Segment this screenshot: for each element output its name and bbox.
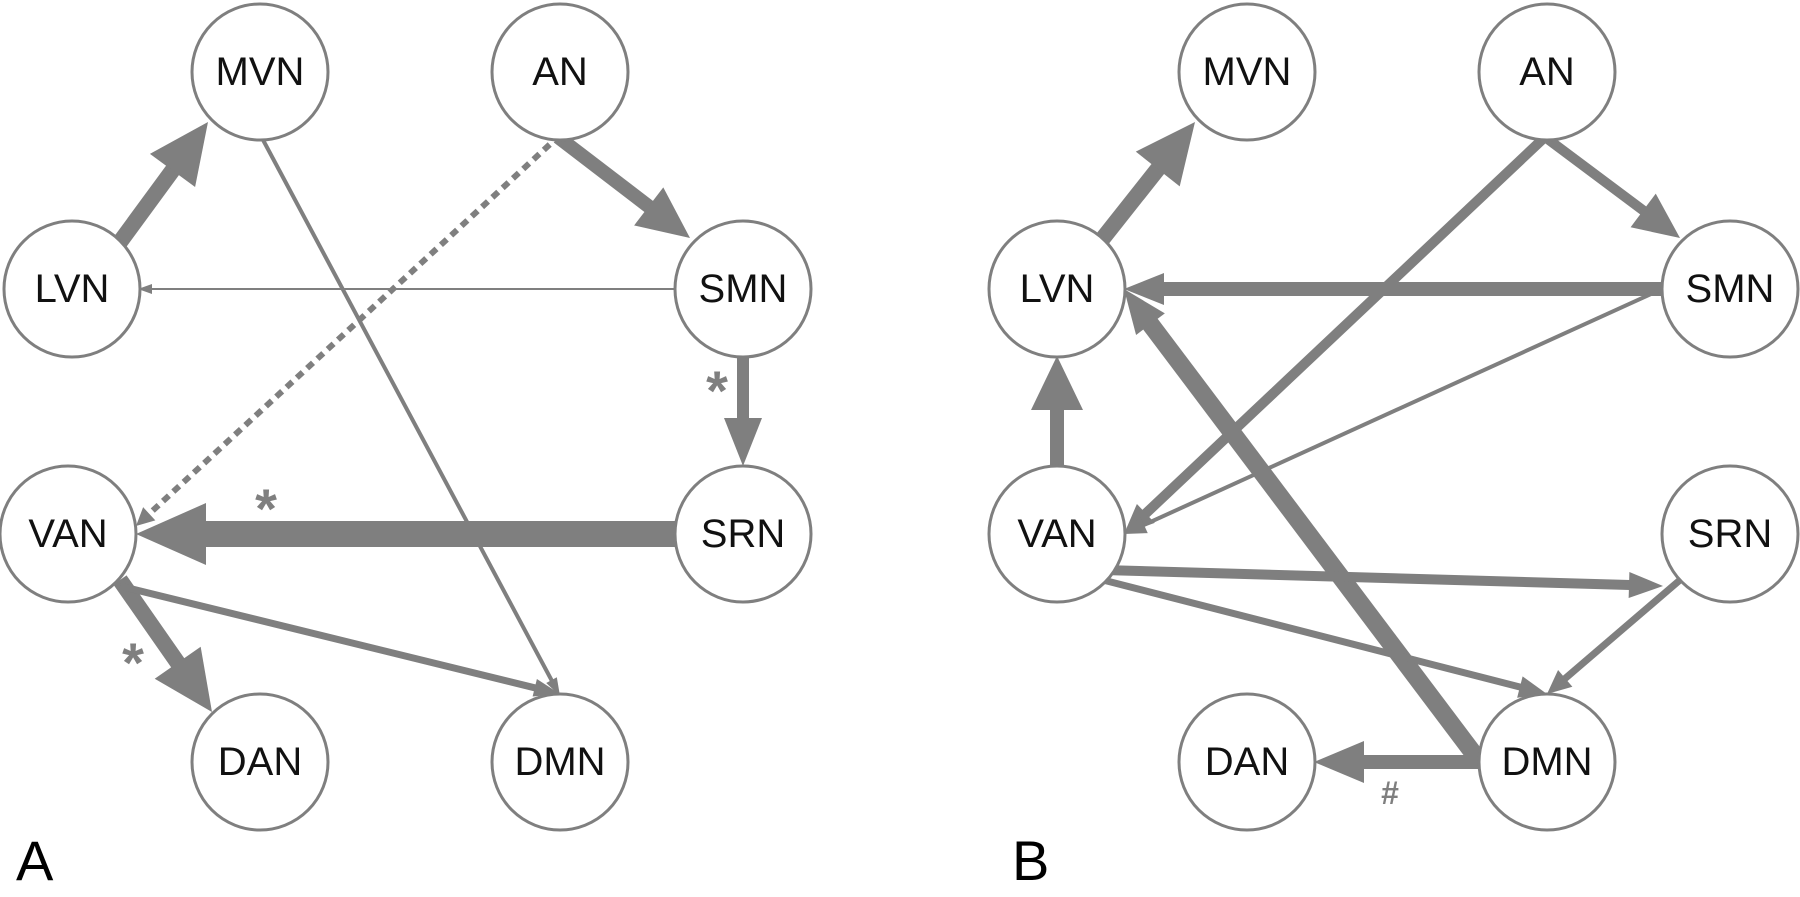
arrowhead (136, 503, 206, 565)
arrowhead (1124, 273, 1164, 305)
edge-shaft (260, 137, 554, 682)
edge-smn-to-lvn (138, 284, 676, 294)
node-smn: SMN (1660, 219, 1800, 359)
edge-shaft (113, 575, 185, 669)
panel-a: MVN AN LVN SMN VAN SRN DAN DMN * * * A (0, 2, 813, 892)
panel-label: A (16, 829, 54, 892)
node-label: SMN (1686, 267, 1775, 311)
arrowhead (1031, 356, 1083, 410)
significance-mark: * (706, 359, 728, 422)
edge-an-to-smn (1542, 132, 1680, 238)
edge-shaft (1542, 132, 1647, 216)
arrowhead (1547, 670, 1573, 694)
panel-b: MVN AN LVN SMN VAN SRN DAN DMN # B (987, 2, 1800, 892)
edge-smn-to-srn (724, 357, 762, 466)
edge-dmn-to-lvn (1124, 289, 1488, 768)
arrowhead (138, 284, 152, 294)
node-label: SMN (699, 267, 788, 311)
node-van: VAN (0, 464, 138, 604)
panel-a-edges (113, 122, 762, 712)
arrowhead (1124, 516, 1148, 534)
edge-van-to-lvn (1031, 356, 1083, 466)
edge-shaft (1562, 577, 1683, 682)
edge-mvn-to-dmn (260, 137, 560, 696)
node-srn: SRN (673, 464, 813, 604)
node-an: AN (490, 2, 630, 142)
edge-shaft (119, 582, 537, 692)
edge-van-to-dmn (1102, 576, 1547, 698)
node-mvn: MVN (1177, 2, 1317, 142)
node-mvn: MVN (190, 2, 330, 142)
edge-shaft (1142, 317, 1488, 768)
edge-srn-to-dmn (1547, 577, 1683, 694)
significance-mark: * (122, 631, 144, 694)
edge-lvn-to-mvn (1093, 122, 1195, 247)
node-an: AN (1477, 2, 1617, 142)
node-label: LVN (1020, 267, 1095, 311)
node-van: VAN (987, 464, 1127, 604)
arrowhead (1314, 741, 1364, 783)
edge-an-to-van (1124, 133, 1549, 534)
arrowhead (532, 679, 560, 697)
edge-van-to-dan (113, 575, 212, 712)
edge-van-to-srn (1102, 565, 1663, 599)
node-lvn: LVN (987, 219, 1127, 359)
arrowhead (1124, 289, 1165, 335)
node-label: DMN (1501, 740, 1592, 784)
node-label: LVN (35, 267, 110, 311)
node-dmn: DMN (490, 692, 630, 832)
arrowhead (1630, 193, 1680, 238)
edge-shaft (1093, 163, 1165, 247)
edge-an-to-van (136, 132, 563, 526)
arrowhead (149, 122, 208, 187)
node-label: MVN (216, 50, 305, 94)
node-dmn: DMN (1477, 692, 1617, 832)
edge-shaft (1102, 576, 1522, 691)
node-label: SRN (701, 512, 785, 556)
node-label: SRN (1688, 512, 1772, 556)
node-dan: DAN (1177, 692, 1317, 832)
arrowhead (634, 187, 690, 238)
edge-srn-to-van (136, 503, 676, 565)
arrowhead (136, 507, 156, 526)
significance-mark: * (255, 477, 277, 540)
edge-lvn-to-mvn (113, 122, 208, 247)
edge-an-to-smn (553, 131, 690, 238)
significance-mark: # (1381, 775, 1399, 811)
arrowhead (154, 646, 212, 712)
edge-smn-to-van (1124, 287, 1663, 534)
panel-label: B (1012, 829, 1049, 892)
edge-van-to-dmn (119, 582, 560, 697)
panel-b-edges (1031, 122, 1683, 783)
arrowhead (1135, 122, 1195, 187)
arrowhead (724, 418, 762, 466)
node-label: AN (1519, 50, 1575, 94)
node-label: AN (532, 50, 588, 94)
node-smn: SMN (673, 219, 813, 359)
node-label: DAN (218, 740, 302, 784)
arrowhead (1628, 572, 1663, 599)
node-label: DAN (1205, 740, 1289, 784)
edge-dmn-to-dan (1314, 741, 1480, 783)
node-dan: DAN (190, 692, 330, 832)
node-lvn: LVN (2, 219, 142, 359)
node-label: MVN (1203, 50, 1292, 94)
edge-smn-to-lvn (1124, 273, 1662, 305)
edge-shaft (113, 164, 180, 247)
arrowhead (546, 677, 560, 696)
node-label: DMN (514, 740, 605, 784)
node-label: VAN (28, 512, 107, 556)
edge-shaft (1141, 133, 1549, 518)
node-srn: SRN (1660, 464, 1800, 604)
node-label: VAN (1017, 512, 1096, 556)
edge-shaft (553, 131, 654, 213)
arrowhead (1517, 676, 1547, 698)
edge-shaft (146, 132, 563, 517)
edge-shaft (1102, 565, 1631, 591)
edge-shaft (1142, 287, 1663, 528)
